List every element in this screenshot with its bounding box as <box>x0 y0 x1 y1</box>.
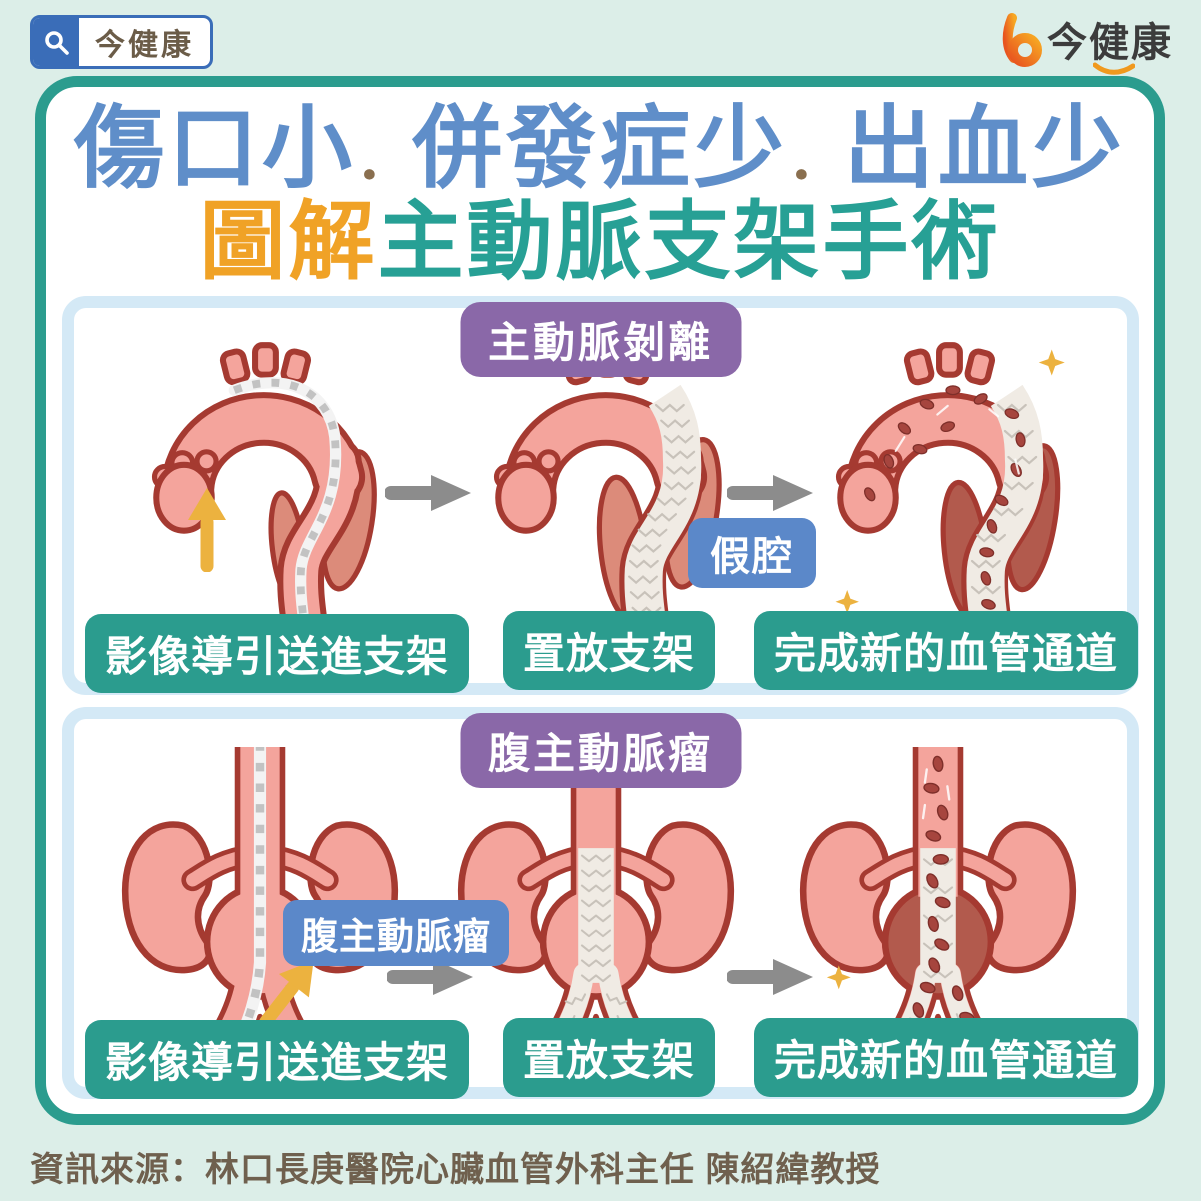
aorta-dissection-step1-illustration <box>151 342 377 639</box>
footer-source: 資訊來源：林口長庚醫院心臟血管外科主任 陳紹緯教授 <box>30 1151 881 1189</box>
brand-mark-icon <box>1002 13 1042 67</box>
main-title-line1: 傷口小．併發症少．出血少 <box>46 102 1154 197</box>
main-title-line2: 圖解主動脈支架手術 <box>46 193 1154 290</box>
step-label-guide-1: 影像導引送進支架 <box>85 614 470 693</box>
arrow-right-icon <box>727 475 813 511</box>
step-label-complete-2: 完成新的血管通道 <box>754 1018 1139 1097</box>
step-label-place-2: 置放支架 <box>503 1018 716 1097</box>
brand-logo[interactable]: 今健康 <box>997 10 1173 75</box>
step-label-guide-2: 影像導引送進支架 <box>85 1020 470 1099</box>
search-icon <box>33 18 79 66</box>
arrow-up-right-icon <box>259 960 314 1029</box>
false-lumen-badge: 假腔 <box>688 518 816 588</box>
title-separator: ． <box>356 128 412 191</box>
arrow-right-icon <box>727 959 813 995</box>
title-part-1: 傷口小 <box>74 99 356 199</box>
title-part-2: 併發症少 <box>412 99 788 199</box>
aneurysm-badge: 腹主動脈瘤 <box>283 900 509 966</box>
search-logo-text: 今健康 <box>95 29 194 62</box>
panel-abdominal-aneurysm: 腹主動脈瘤 <box>62 707 1139 1099</box>
title-separator: ． <box>788 128 844 191</box>
aorta-dissection-step3-illustration <box>835 342 1065 639</box>
arrow-right-icon <box>385 475 471 511</box>
aorta-dissection-step2-illustration <box>493 342 722 639</box>
title-highlight: 圖解 <box>199 193 378 290</box>
panel-aortic-dissection: 主動脈剝離 <box>62 296 1139 695</box>
section-badge-dissection: 主動脈剝離 <box>459 302 742 377</box>
smile-icon <box>1093 62 1135 75</box>
arrow-up-icon <box>188 488 226 572</box>
step-label-complete-1: 完成新的血管通道 <box>754 611 1139 690</box>
brand-logo-text: 今健康 <box>1047 10 1173 75</box>
search-logo[interactable]: 今健康 <box>30 15 213 69</box>
sparkle-icon <box>835 349 1065 614</box>
arrow-right-icon <box>387 959 473 995</box>
title-part-3: 出血少 <box>844 99 1126 199</box>
section-badge-aneurysm: 腹主動脈瘤 <box>459 713 742 788</box>
step-label-place-1: 置放支架 <box>503 611 716 690</box>
title-subject: 主動脈支架手術 <box>377 193 1001 290</box>
aaa-step1-illustration <box>121 747 399 1070</box>
